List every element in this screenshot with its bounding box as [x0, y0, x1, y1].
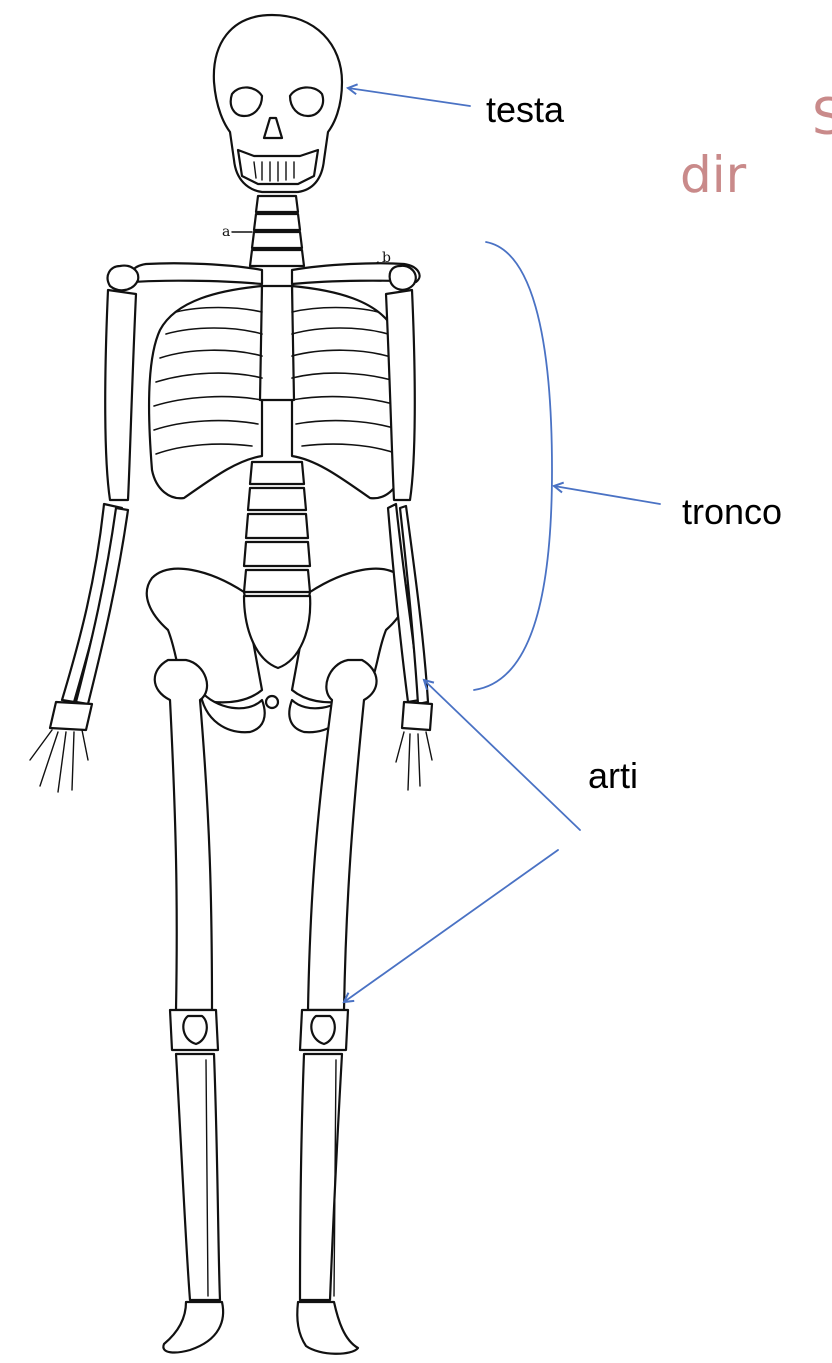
label-limbs: arti [588, 758, 638, 794]
right-leg [297, 660, 376, 1354]
left-arm [30, 290, 136, 792]
limbs-arrow-arm [424, 680, 580, 830]
right-arm [386, 290, 432, 790]
head-arrow [348, 88, 470, 106]
skeleton-figure: a b [30, 15, 432, 1354]
limbs-arrow-leg [344, 850, 558, 1002]
skull [214, 15, 342, 192]
lumbar-spine [244, 462, 310, 592]
trunk-bracket [474, 242, 552, 690]
left-leg [155, 660, 223, 1352]
svg-text:a: a [222, 224, 230, 240]
label-trunk: tronco [682, 494, 782, 530]
trunk-arrow [554, 486, 660, 504]
label-head: testa [486, 92, 564, 128]
